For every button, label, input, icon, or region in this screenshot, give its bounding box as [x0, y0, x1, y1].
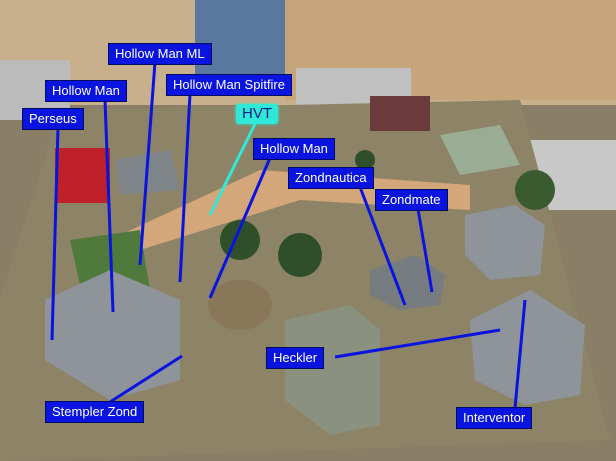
tree [355, 150, 375, 170]
label-stempler-zond: Stempler Zond [45, 401, 145, 423]
red-tray [55, 148, 110, 203]
building-zond [370, 255, 445, 310]
label-interventor: Interventor [456, 407, 533, 429]
building-right [465, 205, 545, 280]
label-heckler: Heckler [266, 347, 325, 369]
tree [278, 233, 322, 277]
leader-lines [50, 61, 527, 409]
label-zondmate: Zondmate [375, 189, 448, 211]
label-hollow-man-spitfire: Hollow Man Spitfire [166, 74, 292, 96]
tree [515, 170, 555, 210]
building-interventor [470, 290, 585, 405]
label-hollow-man-ml: Hollow Man ML [108, 43, 212, 65]
building-red [370, 96, 430, 131]
label-zondnautica: Zondnautica [288, 167, 374, 189]
label-perseus: Perseus [22, 108, 84, 130]
label-hvt: HVT [236, 104, 278, 124]
label-hollow-man-2: Hollow Man [253, 138, 335, 160]
crater [208, 280, 272, 330]
building-stempler [45, 270, 180, 400]
label-hollow-man: Hollow Man [45, 80, 127, 102]
building-heckler [285, 305, 380, 435]
hvt-leader-line [208, 123, 257, 216]
building-green [440, 125, 520, 175]
